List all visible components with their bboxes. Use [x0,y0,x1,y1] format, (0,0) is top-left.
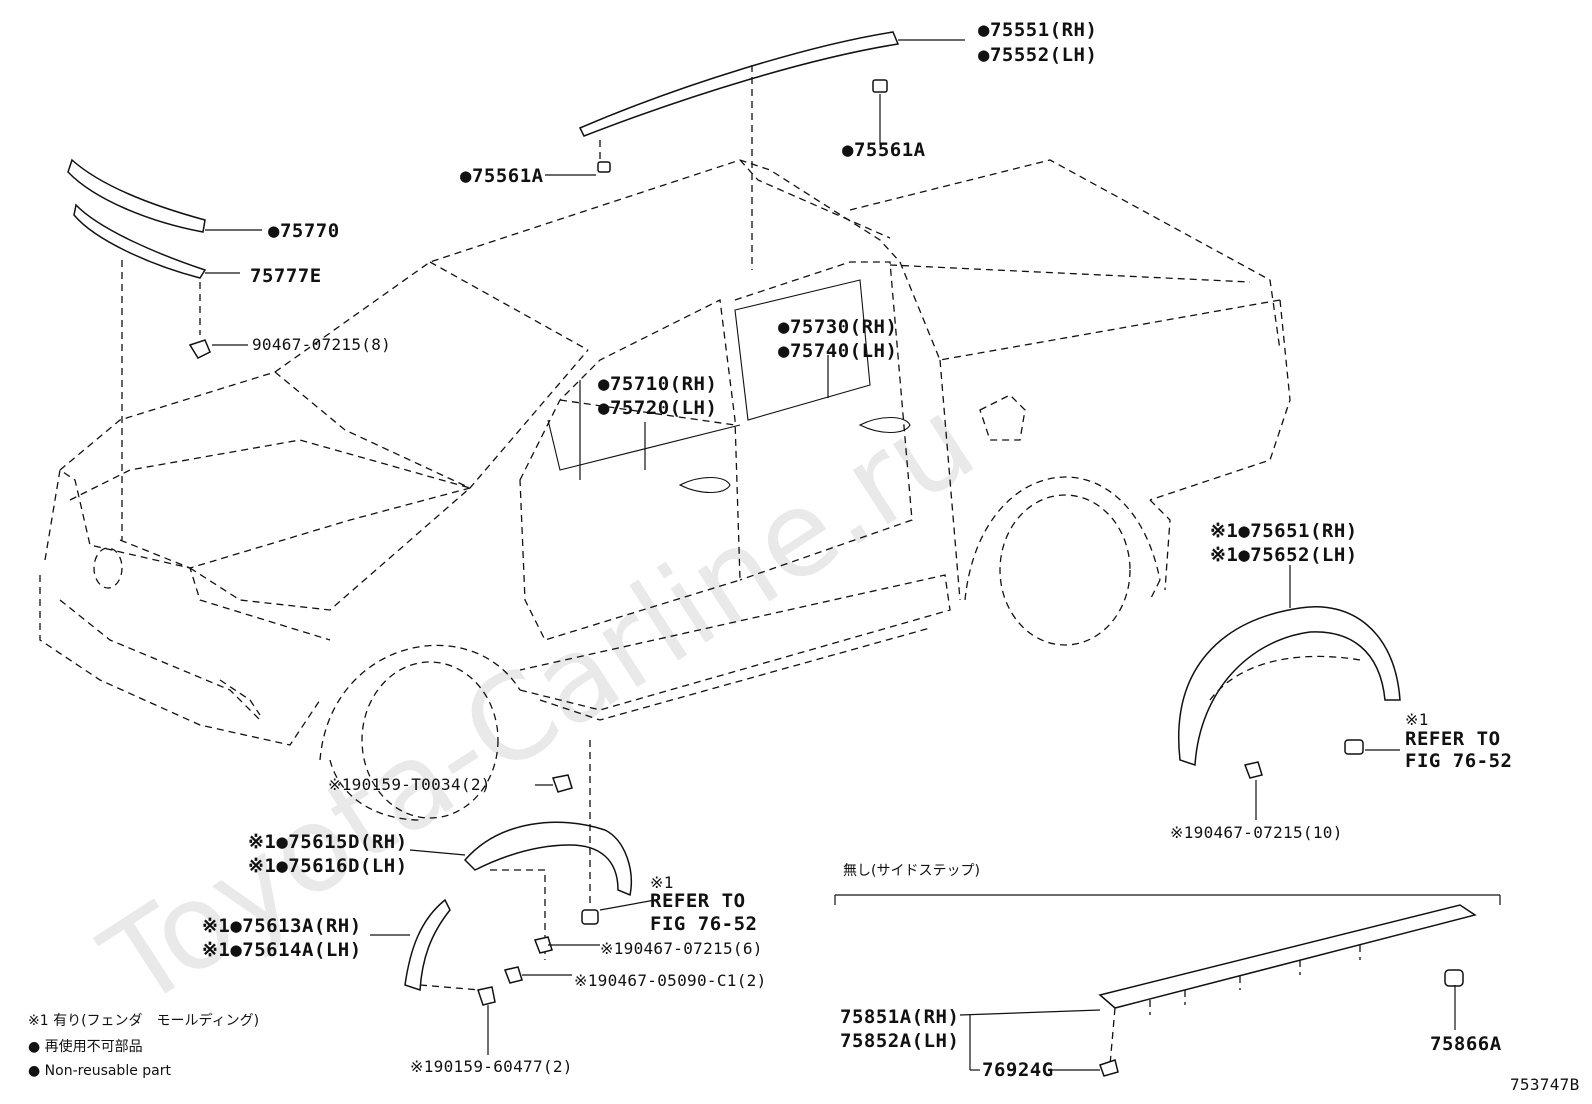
label-75652: ※1●75652(LH) [1210,544,1358,566]
figure-number: 753747B [1510,1075,1580,1094]
label-75770: ●75770 [268,220,340,242]
ref-left-line3: FIG 76-52 [650,913,757,935]
ref-right-line1: ※1 [1405,710,1429,729]
hood-molding-part [67,158,211,359]
ref-right-line3: FIG 76-52 [1405,750,1512,772]
label-190159-t0034: ※190159-T0034(2) [328,775,491,794]
label-75614a: ※1●75614A(LH) [202,939,362,961]
label-75852a: 75852A(LH) [840,1030,959,1052]
ref-left-line1: ※1 [650,873,674,892]
label-190467-6: ※190467-07215(6) [600,939,763,958]
label-90467: 90467-07215(8) [252,335,391,354]
label-190159-60477: ※190159-60477(2) [410,1057,573,1076]
label-75551: ●75551(RH) [978,19,1097,41]
label-75561a-right: ●75561A [842,139,926,161]
label-75730: ●75730(RH) [778,316,897,338]
label-75615d: ※1●75615D(RH) [248,831,408,853]
legend-note-1: ※1 有り(フェンダ モールディング) [28,1012,259,1029]
front-fender-molding-part [404,898,451,992]
rear-fender-flare-part [1178,606,1401,779]
label-75552: ●75552(LH) [978,44,1097,66]
label-75851a: 75851A(RH) [840,1006,959,1028]
label-75616d: ※1●75616D(LH) [248,855,408,877]
label-75613a: ※1●75613A(RH) [202,915,362,937]
label-190467-05090: ※190467-05090-C1(2) [574,971,767,990]
legend-note-2: ● 再使用不可部品 [28,1038,143,1055]
label-75651: ※1●75651(RH) [1210,520,1358,542]
roof-molding-part [578,31,900,173]
label-76924g: 76924G [982,1059,1054,1081]
ref-left-line2: REFER TO [650,890,746,912]
vehicle-outline [39,159,1291,821]
side-step-part [1098,904,1477,1077]
label-190467-10: ※190467-07215(10) [1170,823,1343,842]
label-side-step-none: 無し(サイドステップ) [843,863,980,879]
legend-note-3: ● Non-reusable part [28,1063,171,1079]
label-75777e: 75777E [250,265,322,287]
ref-right-line2: REFER TO [1405,728,1501,750]
label-75720: ●75720(LH) [598,397,717,419]
label-75740: ●75740(LH) [778,340,897,362]
label-75561a-left: ●75561A [460,165,544,187]
label-75866a: 75866A [1430,1033,1502,1055]
label-75710: ●75710(RH) [598,373,717,395]
